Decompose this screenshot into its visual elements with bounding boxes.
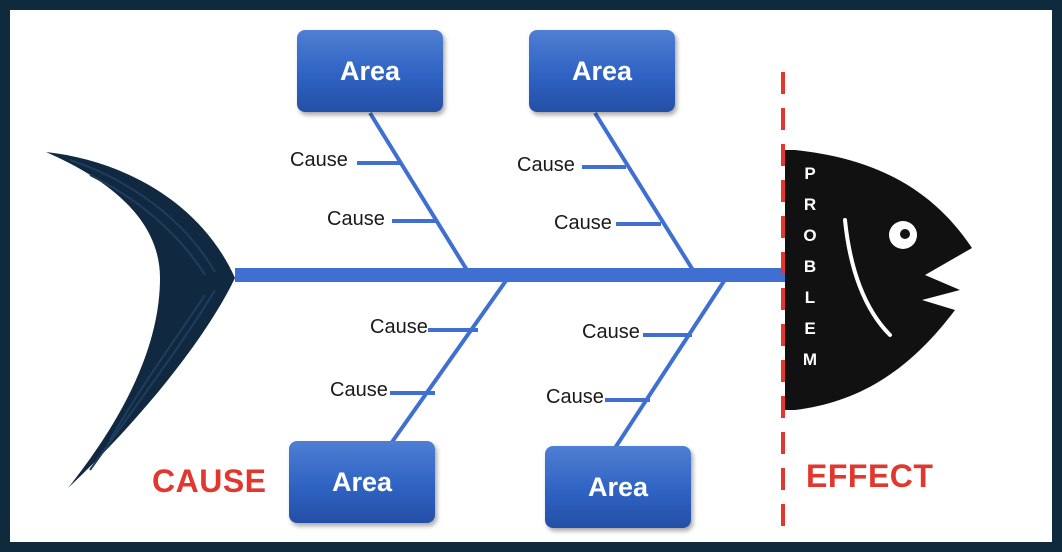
bone-bottom-left [390,273,512,444]
fish-tail-icon [46,152,235,488]
cause-label-bl-1: Cause [370,316,428,338]
cause-label-tl-2: Cause [327,208,385,230]
problem-letter: L [804,288,816,307]
area-box-bottom-left: Area [289,441,435,523]
problem-letter: E [804,319,816,338]
fish-head-icon [785,150,972,410]
cause-label-tr-2: Cause [554,212,612,234]
problem-letter: P [804,164,816,183]
cause-label-br-2: Cause [546,386,604,408]
cause-label-tl-1: Cause [290,149,348,171]
bone-bottom-right [613,273,730,450]
bone-top-left [368,111,472,277]
problem-letter: M [802,350,818,369]
area-box-top-right: Area [529,30,675,112]
problem-letter: R [803,195,817,214]
cause-label-tr-1: Cause [517,154,575,176]
cause-label-bl-2: Cause [330,379,388,401]
cause-heading: CAUSE [152,463,267,499]
bone-top-right [593,111,698,277]
area-box-top-left: Area [297,30,443,112]
effect-heading: EFFECT [806,458,934,494]
problem-letter: B [803,257,817,276]
problem-letter: O [803,226,817,245]
fishbone-drawing [46,72,972,530]
area-box-bottom-right: Area [545,446,691,528]
cause-label-br-1: Cause [582,321,640,343]
